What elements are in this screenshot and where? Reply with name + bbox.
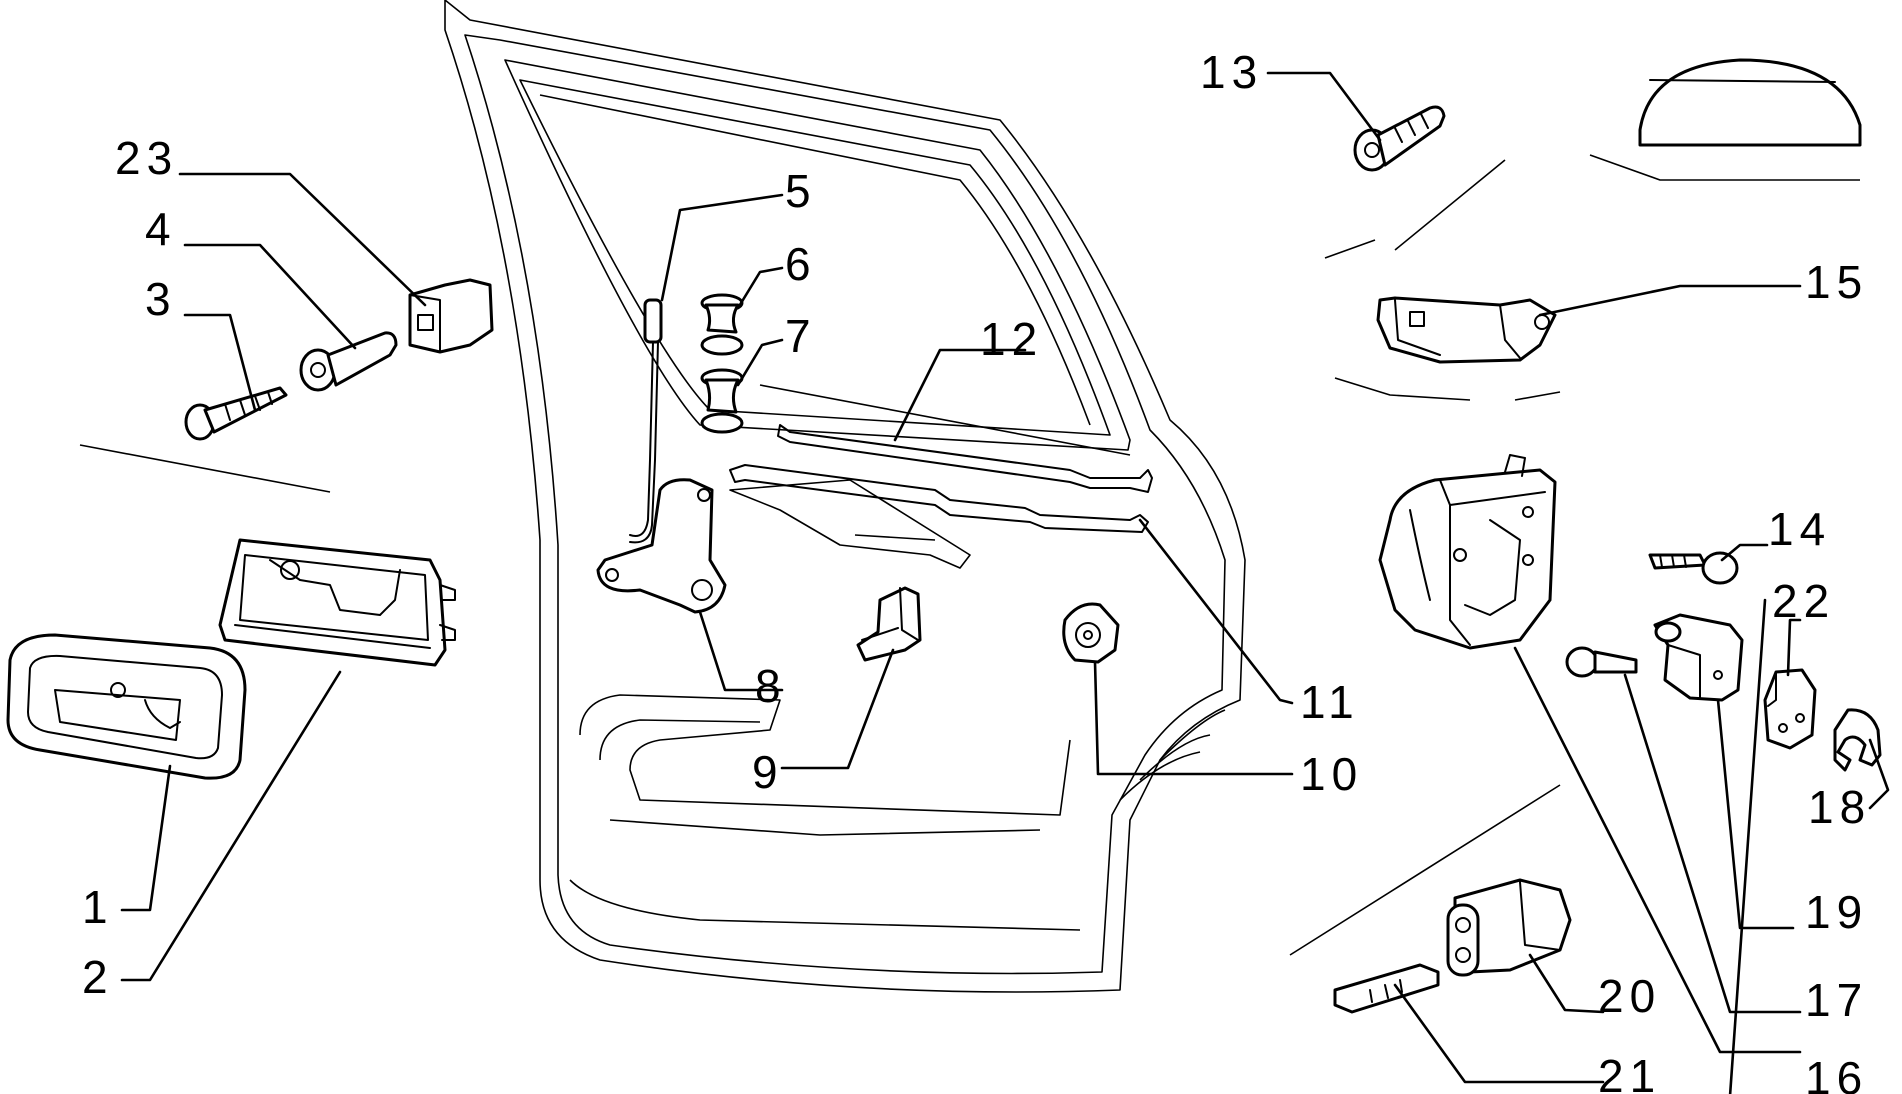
leader-lines: [120, 71, 1890, 1094]
part-20-connector[interactable]: [1446, 878, 1572, 977]
part-7-grommet[interactable]: [700, 368, 744, 434]
part-2-inner-handle[interactable]: [218, 538, 456, 667]
callout-4[interactable]: 4: [145, 203, 177, 255]
part-12-upper-rod[interactable]: [777, 424, 1153, 493]
callout-3[interactable]: 3: [145, 273, 177, 325]
callout-10[interactable]: 10: [1300, 748, 1363, 800]
callout-13[interactable]: 13: [1200, 46, 1263, 98]
detail-context-lines: [79, 154, 1860, 956]
callout-11[interactable]: 11: [1300, 676, 1360, 728]
part-5-rod[interactable]: [629, 298, 663, 544]
part-3-screw[interactable]: [184, 386, 288, 441]
part-4-bolt[interactable]: [299, 331, 398, 392]
part-6-grommet[interactable]: [700, 293, 744, 356]
callout-1[interactable]: 1: [82, 881, 114, 933]
callout-9[interactable]: 9: [752, 746, 784, 798]
callout-21[interactable]: 21: [1598, 1050, 1661, 1094]
part-9-lock-button[interactable]: [856, 586, 922, 662]
part-14-bolt[interactable]: [1648, 551, 1739, 585]
callout-19[interactable]: 19: [1805, 886, 1868, 938]
callout-17[interactable]: 17: [1805, 974, 1868, 1026]
callout-20[interactable]: 20: [1598, 970, 1661, 1022]
part-8-lever-plate[interactable]: [596, 478, 727, 614]
callout-5[interactable]: 5: [785, 165, 817, 217]
part-23-clip[interactable]: [408, 278, 494, 354]
part-21-terminal[interactable]: [1333, 963, 1440, 1014]
callout-23[interactable]: 23: [115, 132, 178, 184]
callout-8[interactable]: 8: [755, 660, 787, 712]
callout-2[interactable]: 2: [82, 951, 114, 1003]
callout-7[interactable]: 7: [785, 310, 817, 362]
part-18-clip[interactable]: [1833, 708, 1882, 772]
part-13-bolt[interactable]: [1353, 105, 1446, 172]
callout-6[interactable]: 6: [785, 238, 817, 290]
rear-cap: [1638, 58, 1862, 147]
callout-15[interactable]: 15: [1805, 256, 1868, 308]
callout-18[interactable]: 18: [1808, 781, 1871, 833]
door-outline: [444, 0, 1246, 993]
part-17-bolt[interactable]: [1565, 646, 1638, 678]
callout-12[interactable]: 12: [980, 313, 1043, 365]
part-15-bracket[interactable]: [1376, 296, 1557, 364]
callout-22[interactable]: 22: [1772, 575, 1835, 627]
part-16-lock-mechanism[interactable]: [1378, 454, 1557, 650]
part-1-handle-bezel[interactable]: [6, 633, 247, 780]
part-22-bracket[interactable]: [1763, 668, 1817, 750]
callout-labels: 1 2 3 4 5 6 7 8 9 10 11 12 13 14 15 16 1…: [82, 46, 1871, 1094]
part-11-lower-rod[interactable]: [729, 464, 1149, 533]
part-10-lock-cylinder[interactable]: [1062, 602, 1120, 664]
callout-14[interactable]: 14: [1768, 503, 1831, 555]
callout-16[interactable]: 16: [1805, 1052, 1868, 1094]
part-19-latch-plate[interactable]: [1653, 613, 1744, 702]
